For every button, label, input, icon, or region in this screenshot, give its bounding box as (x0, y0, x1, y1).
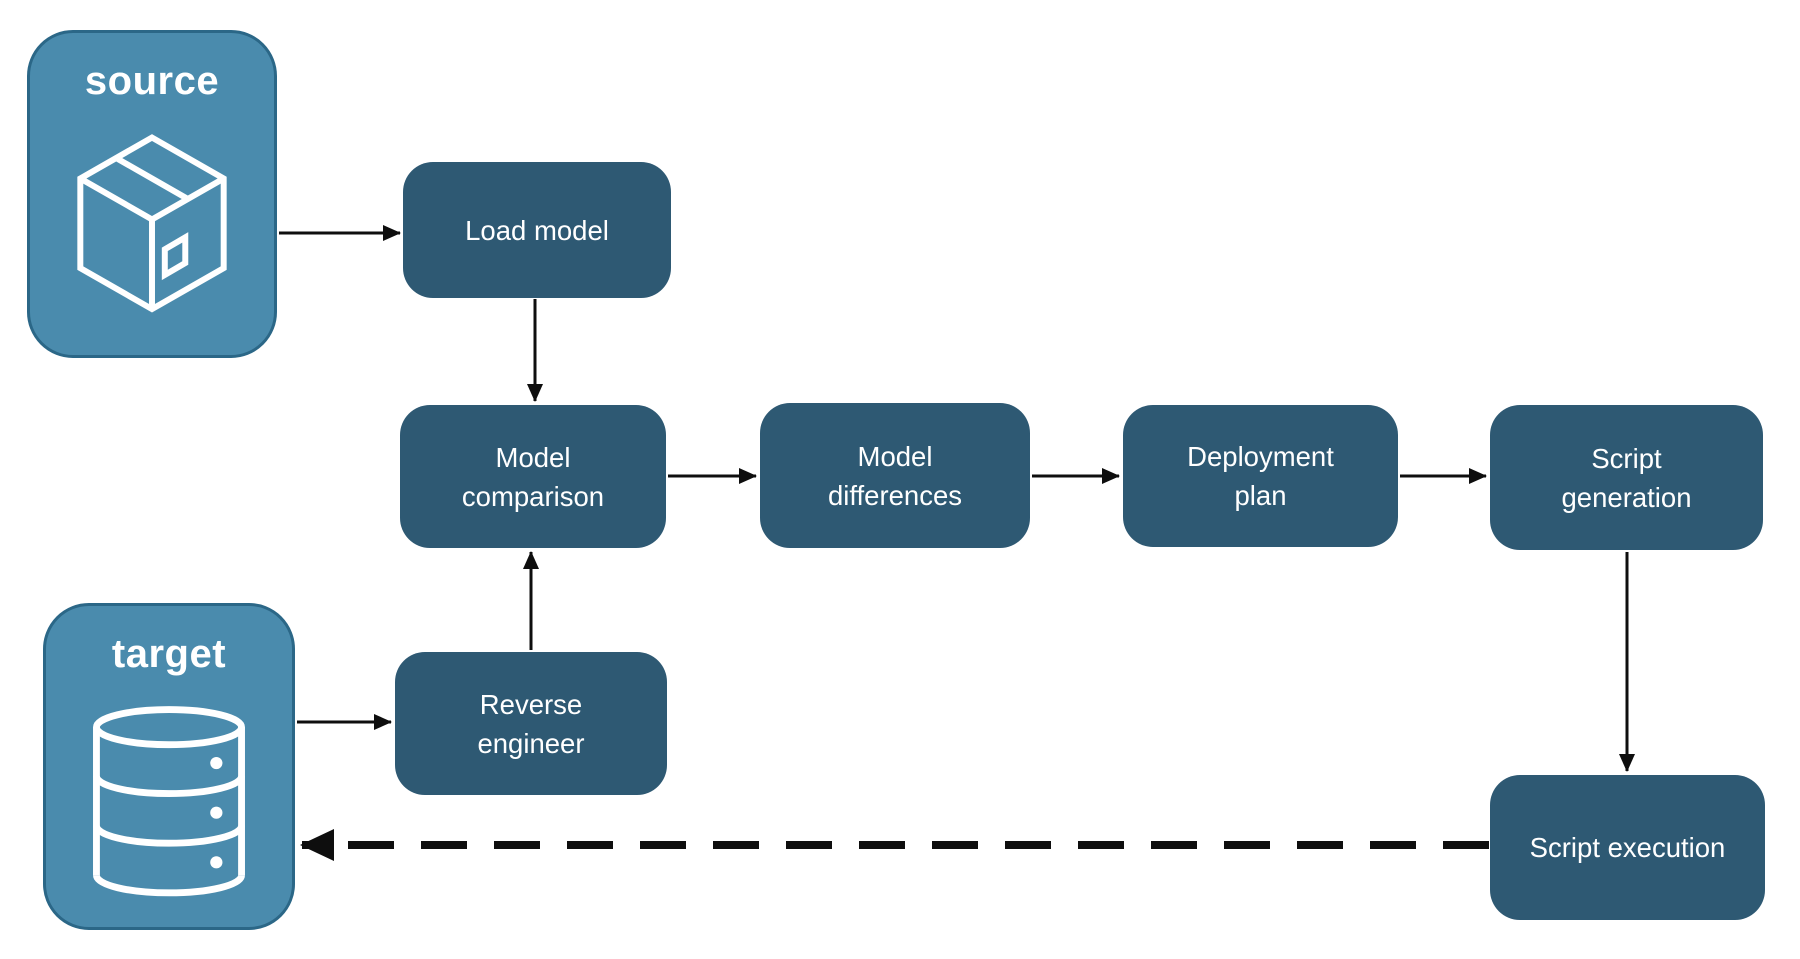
node-model-differences: Model differences (760, 403, 1030, 548)
package-icon (65, 129, 239, 321)
node-model-comparison-label: Model comparison (461, 441, 605, 512)
node-deployment-plan-label: Deployment plan (1187, 441, 1334, 511)
endpoint-source: source (27, 30, 277, 358)
node-script-generation-label: Script generation (1561, 442, 1692, 513)
node-model-differences-label: Model differences (827, 440, 963, 511)
node-deployment-plan: Deployment plan (1123, 405, 1398, 547)
source-label: source (84, 59, 220, 103)
node-reverse-engineer-label: Reverse engineer (477, 688, 585, 759)
node-script-execution: Script execution (1490, 775, 1765, 920)
node-load-model: Load model (403, 162, 671, 298)
node-model-comparison: Model comparison (400, 405, 666, 548)
database-icon (85, 702, 253, 902)
target-label: target (111, 632, 227, 676)
node-script-execution-label: Script execution (1529, 832, 1726, 863)
node-load-model-label: Load model (465, 214, 609, 246)
endpoint-target: target (43, 603, 295, 930)
node-script-generation: Script generation (1490, 405, 1763, 550)
node-reverse-engineer: Reverse engineer (395, 652, 667, 795)
